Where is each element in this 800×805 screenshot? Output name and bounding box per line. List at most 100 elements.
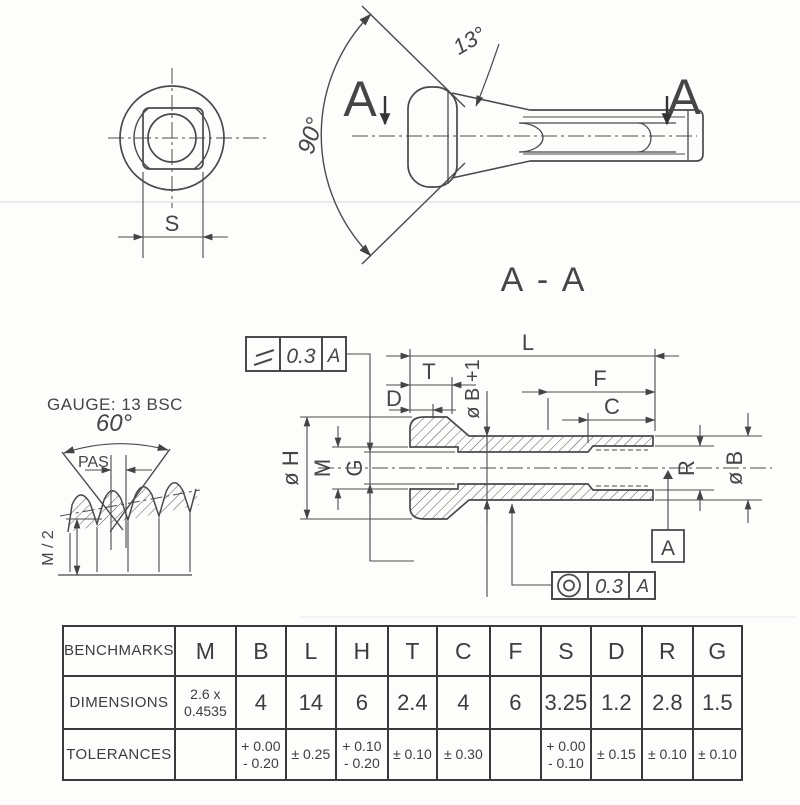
fcf-concentric-value: 0.3 — [595, 576, 623, 598]
dim-F — [522, 388, 656, 430]
cutting-plane-arrows — [379, 96, 673, 126]
pitch-label: PAS — [78, 454, 109, 471]
upper-section-metal — [409, 416, 654, 453]
end-cap — [688, 109, 704, 162]
dimension-table: BENCHMARKS M B L H T C F S D R G DIMENSI… — [62, 625, 743, 781]
tolerance-cell — [173, 728, 237, 781]
dim-T — [386, 377, 476, 414]
cut-label-left: A — [343, 71, 377, 127]
tolerance-cell: ± 0.15 — [589, 728, 643, 781]
angle-90-label: 90° — [293, 114, 330, 157]
lower-section-metal — [409, 483, 654, 520]
tolerance-cell: ± 0.10 — [691, 728, 743, 781]
dim-C-label: C — [604, 394, 620, 419]
table-row-dimensions: DIMENSIONS 2.6 x 0.4535 4 14 6 2.4 4 6 3… — [62, 675, 743, 730]
gauge-detail — [58, 443, 201, 576]
table-row-tolerances: TOLERANCES + 0.00 - 0.20 ± 0.25 + 0.10 -… — [62, 728, 743, 781]
dimension-cell: 14 — [284, 675, 337, 730]
benchmark-cell: S — [539, 625, 592, 677]
fcf-concentric-datum: A — [636, 576, 649, 596]
row-label-benchmarks: BENCHMARKS — [62, 625, 176, 677]
tolerance-cell: ± 0.10 — [386, 728, 438, 781]
dimension-cell: 4 — [435, 675, 491, 730]
dim-phi-B1-label: ø B +1 — [462, 359, 484, 418]
benchmark-cell: B — [234, 625, 287, 677]
tolerance-cell: ± 0.25 — [284, 728, 337, 781]
taper-line-bottom — [451, 160, 531, 179]
section-view — [245, 336, 772, 600]
fcf-concentricity-leader — [508, 503, 552, 586]
angle-13-leader — [475, 43, 500, 107]
pitch-line — [59, 489, 201, 517]
tolerance-cell: ± 0.30 — [435, 728, 491, 781]
benchmark-cell: L — [284, 625, 337, 677]
tolerance-cell — [488, 728, 542, 781]
fcf-parallel-value: 0.3 — [286, 345, 316, 368]
tolerance-cell: ± 0.10 — [640, 728, 694, 781]
dimension-cell: 2.8 — [640, 675, 694, 730]
dim-G-label: G — [342, 459, 367, 476]
angle-60-label: 60° — [96, 410, 133, 437]
seat-angle-90 — [320, 5, 466, 265]
benchmark-cell: F — [488, 625, 542, 677]
dimension-cell: 1.2 — [589, 675, 643, 730]
dimension-cell: 2.4 — [386, 675, 438, 730]
head-profile — [407, 86, 458, 188]
fcf-parallelism-leader — [346, 353, 414, 562]
section-title: A - A — [501, 261, 588, 299]
dim-S — [118, 172, 228, 258]
dimension-cell: 3.25 — [539, 675, 592, 730]
cut-label-right: A — [667, 69, 701, 125]
dim-L-label: L — [522, 330, 534, 355]
row-label-dimensions: DIMENSIONS — [62, 675, 176, 730]
parallelism-icon — [255, 349, 275, 357]
benchmark-cell: G — [691, 625, 743, 677]
parallelism-icon — [253, 358, 273, 366]
tolerance-cell: + 0.00 - 0.10 — [539, 728, 592, 781]
dim-T-label: T — [422, 359, 435, 384]
dim-M-label: M — [310, 459, 335, 477]
benchmark-cell: D — [589, 625, 643, 677]
benchmark-cell: M — [173, 625, 237, 677]
tolerance-cell: + 0.10 - 0.20 — [334, 728, 389, 781]
dim-phi-B — [655, 413, 762, 523]
dim-phi-H-label: ø H — [278, 450, 303, 485]
dim-D — [389, 404, 456, 418]
concentricity-icon — [563, 579, 575, 592]
dim-S-label: S — [165, 211, 180, 236]
dimension-cell: 4 — [234, 675, 287, 730]
dimension-cell: 2.6 x 0.4535 — [173, 675, 237, 730]
dimension-cell: 6 — [334, 675, 389, 730]
end-view — [108, 68, 268, 258]
side-view — [320, 5, 704, 265]
dim-M2 — [58, 518, 192, 576]
gauge-note: GAUGE: 13 BSC — [47, 395, 183, 414]
dim-D-label: D — [386, 386, 402, 411]
angle-60-arc — [63, 443, 169, 454]
dimension-cell: 6 — [488, 675, 542, 730]
dim-phi-B-label: ø B — [722, 451, 747, 485]
angle-13-label: 13° — [449, 21, 490, 59]
datum-feature — [651, 470, 685, 563]
benchmark-cell: H — [334, 625, 389, 677]
tolerance-cell: + 0.00 - 0.20 — [234, 728, 287, 781]
dim-F-label: F — [593, 366, 606, 391]
dimension-cell: 1.5 — [691, 675, 743, 730]
half-m-label: M / 2 — [40, 530, 57, 566]
thread-runout-arc — [637, 122, 652, 153]
row-label-tolerances: TOLERANCES — [62, 728, 176, 781]
fcf-parallelism — [245, 336, 414, 562]
benchmark-cell: R — [640, 625, 694, 677]
concentricity-icon — [557, 573, 581, 598]
table-row-benchmarks: BENCHMARKS M B L H T C F S D R G — [62, 625, 743, 677]
benchmark-cell: C — [435, 625, 491, 677]
dim-C — [562, 413, 656, 443]
dim-phi-H — [300, 416, 412, 520]
taper-line-top — [451, 92, 531, 111]
benchmark-cell: T — [386, 625, 438, 677]
datum-label: A — [661, 537, 675, 560]
fcf-concentricity — [508, 503, 656, 600]
bore-end-arc — [518, 122, 544, 153]
